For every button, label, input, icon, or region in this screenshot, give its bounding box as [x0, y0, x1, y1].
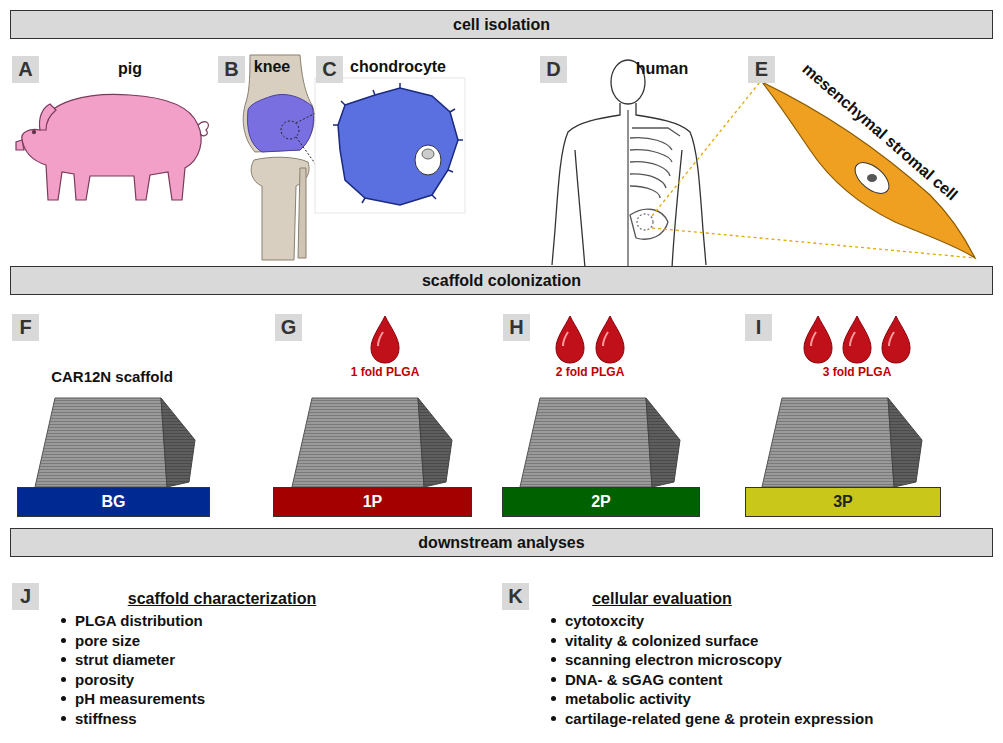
- panel-letter-text: A: [18, 58, 32, 81]
- figure-label: knee: [254, 58, 290, 76]
- plga-drops: [371, 316, 910, 363]
- section-band-text: scaffold colonization: [422, 272, 581, 290]
- panel-letter: G: [275, 314, 302, 341]
- panel-letter-text: C: [322, 58, 336, 81]
- pig-drawing: [16, 94, 208, 200]
- list-item: vitality & colonized surface: [565, 632, 758, 649]
- panel-letter: C: [316, 56, 343, 83]
- figure-label: human: [636, 60, 688, 78]
- panel-letter-text: B: [224, 58, 238, 81]
- section-band: downstream analyses: [10, 528, 993, 557]
- group-bar: BG: [17, 487, 210, 517]
- scaffold-label: CAR12N scaffold: [51, 368, 173, 385]
- list-item: pore size: [75, 632, 140, 649]
- scaffold-front: [762, 398, 894, 487]
- list-item: cartilage-related gene & protein express…: [565, 710, 873, 727]
- panel-letter: J: [12, 583, 39, 610]
- panel-letter-text: F: [19, 316, 31, 339]
- panel-letter: A: [12, 56, 39, 83]
- scaffold-side: [161, 398, 195, 487]
- list-item: metabolic activity: [565, 690, 691, 707]
- bullet-dot: [551, 618, 556, 623]
- list-heading: cellular evaluation: [592, 590, 732, 608]
- group-bar: 3P: [745, 487, 941, 517]
- panel-letter-text: J: [20, 585, 31, 608]
- scaffold-side: [646, 398, 680, 487]
- list-item: scanning electron microscopy: [565, 651, 782, 668]
- group-bar-text: 2P: [591, 493, 611, 511]
- figure-label: pig: [118, 60, 142, 78]
- bullet-dot: [551, 696, 556, 701]
- list-item: cytotoxcity: [565, 612, 644, 629]
- group-bar: 1P: [273, 487, 472, 517]
- msc-drawing: [762, 82, 975, 258]
- list-item: DNA- & sGAG content: [565, 671, 723, 688]
- panel-letter: K: [502, 583, 529, 610]
- panel-letter: E: [748, 56, 775, 83]
- bullet-dot: [61, 696, 66, 701]
- group-bar: 2P: [502, 487, 700, 517]
- chondrocyte-drawing: [315, 78, 465, 213]
- panel-letter-text: H: [509, 316, 523, 339]
- list-heading: scaffold characterization: [128, 590, 317, 608]
- bullet-dot: [551, 677, 556, 682]
- list-item: porosity: [75, 671, 134, 688]
- panel-letter: D: [540, 56, 567, 83]
- scaffold-front: [520, 398, 652, 487]
- bullet-dot: [551, 657, 556, 662]
- bullet-dot: [61, 638, 66, 643]
- bullet-dot: [61, 677, 66, 682]
- group-bar-text: 1P: [363, 493, 383, 511]
- plga-label: 3 fold PLGA: [823, 366, 892, 380]
- bullet-dot: [551, 716, 556, 721]
- panel-letter: I: [745, 314, 772, 341]
- panel-letter-text: I: [756, 316, 762, 339]
- panel-letter: F: [12, 314, 39, 341]
- section-band-text: downstream analyses: [418, 534, 584, 552]
- section-band: scaffold colonization: [10, 266, 993, 295]
- list-item: strut diameter: [75, 651, 175, 668]
- section-band: cell isolation: [10, 10, 993, 39]
- group-bar-text: 3P: [833, 493, 853, 511]
- scaffold-front: [292, 398, 424, 487]
- human-drawing: [552, 60, 975, 270]
- plga-label: 2 fold PLGA: [556, 366, 625, 380]
- scaffold-blocks: [35, 398, 922, 487]
- list-item: stiffness: [75, 710, 137, 727]
- bullet-dot: [551, 638, 556, 643]
- bullet-dot: [61, 657, 66, 662]
- group-bar-text: BG: [102, 493, 126, 511]
- list-item: pH measurements: [75, 690, 205, 707]
- scaffold-front: [35, 398, 167, 487]
- panel-letter-text: K: [508, 585, 522, 608]
- plga-label: 1 fold PLGA: [351, 366, 420, 380]
- section-band-text: cell isolation: [453, 16, 550, 34]
- bullet-dot: [61, 618, 66, 623]
- scaffold-side: [888, 398, 922, 487]
- bullet-dot: [61, 716, 66, 721]
- panel-letter-text: D: [546, 58, 560, 81]
- panel-letter-text: G: [281, 316, 297, 339]
- scaffold-side: [418, 398, 452, 487]
- panel-letter: H: [503, 314, 530, 341]
- figure-label: chondrocyte: [350, 58, 446, 76]
- panel-letter-text: E: [755, 58, 768, 81]
- list-item: PLGA distribution: [75, 612, 203, 629]
- panel-letter: B: [218, 56, 245, 83]
